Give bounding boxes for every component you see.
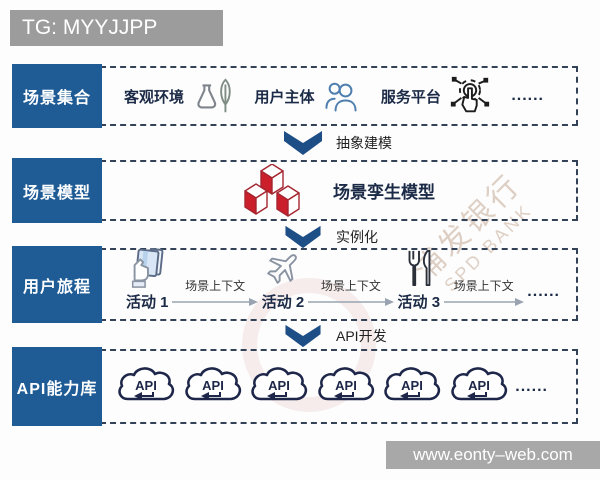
user-subject-label: 用户主体 [254,88,315,106]
transition-abstract-modeling: 抽象建模 [283,130,392,156]
scene-item-environment: 客观环境 [124,76,235,116]
transition-api-development-label: API开发 [336,328,387,344]
layer-user-journey: 活动 1 场景上下文 活动 2 [12,246,578,323]
right-arrow-icon [307,298,394,306]
layer-scene-model: 场景孪生模型 场景模型 [12,158,578,223]
svg-text:API: API [468,378,490,393]
tg-tag-bar: TG: MYYJJPP [10,10,223,46]
site-url-label: www.eonty–web.com [413,445,573,464]
context-connector-3: 场景上下文 [443,277,524,319]
api-library-ellipsis: ...... [515,377,548,395]
airplane-icon [262,247,304,289]
twin-model-label: 场景孪生模型 [333,183,435,202]
svg-text:API: API [401,378,423,393]
svg-text:API: API [202,378,224,393]
api-cloud-icon: API [316,364,376,410]
scene-model-panel: 场景孪生模型 [100,160,578,221]
scene-item-platform: 服务平台 [381,74,492,118]
touch-network-icon [448,74,492,118]
dining-icon [400,247,438,289]
scene-collection-ellipsis: ...... [511,87,544,104]
user-journey-tag: 用户旅程 [12,246,102,323]
activity-2-label: 活动 2 [261,294,305,311]
layer-scene-collection: 客观环境 用户主体 [12,64,578,128]
activity-2: 活动 2 [261,247,305,319]
activity-1-label: 活动 1 [126,294,169,311]
scene-collection-tag: 场景集合 [12,64,102,128]
context-label-3: 场景上下文 [453,279,514,293]
context-label-1: 场景上下文 [185,279,246,293]
transition-instantiation: 实例化 [283,225,378,249]
user-journey-ellipsis: ...... [527,283,560,300]
svg-text:API: API [268,378,290,393]
service-platform-label: 服务平台 [380,88,441,106]
red-cubes-icon [243,163,305,218]
site-watermark-bar: www.eonty–web.com [386,441,600,469]
scene-model-tag: 场景模型 [12,158,102,223]
environment-label: 客观环境 [124,88,185,106]
api-cloud-icon: API [183,364,243,410]
down-chevron-icon [283,324,323,348]
api-library-panel: API API API [100,349,578,424]
scene-collection-panel: 客观环境 用户主体 [100,66,578,126]
svg-text:API: API [335,378,357,393]
activity-1: 活动 1 [126,247,169,319]
transition-api-development: API开发 [283,324,387,348]
right-arrow-icon [443,298,524,306]
api-cloud-icon: API [382,364,442,410]
api-cloud-icon: API [449,364,509,410]
api-cloud-icon: API [116,364,176,410]
api-library-tag: API能力库 [12,347,102,426]
layer-api-library: API API API [12,347,578,426]
down-chevron-icon [283,130,323,156]
transition-abstract-modeling-label: 抽象建模 [336,135,392,151]
flask-leaf-icon [191,76,235,116]
user-journey-panel: 活动 1 场景上下文 活动 2 [100,248,578,321]
transition-instantiation-label: 实例化 [336,229,378,245]
people-icon [321,78,361,114]
credit-card-icon [126,247,168,289]
tg-tag-label: TG: MYYJJPP [22,16,158,39]
context-connector-2: 场景上下文 [307,277,394,319]
context-label-2: 场景上下文 [320,279,381,293]
context-connector-1: 场景上下文 [172,277,259,319]
down-chevron-icon [283,225,323,249]
right-arrow-icon [172,298,259,306]
api-cloud-icon: API [249,364,309,410]
scene-item-user: 用户主体 [254,78,361,114]
activity-3: 活动 3 [397,247,441,319]
svg-text:API: API [135,378,157,393]
activity-3-label: 活动 3 [397,294,441,311]
